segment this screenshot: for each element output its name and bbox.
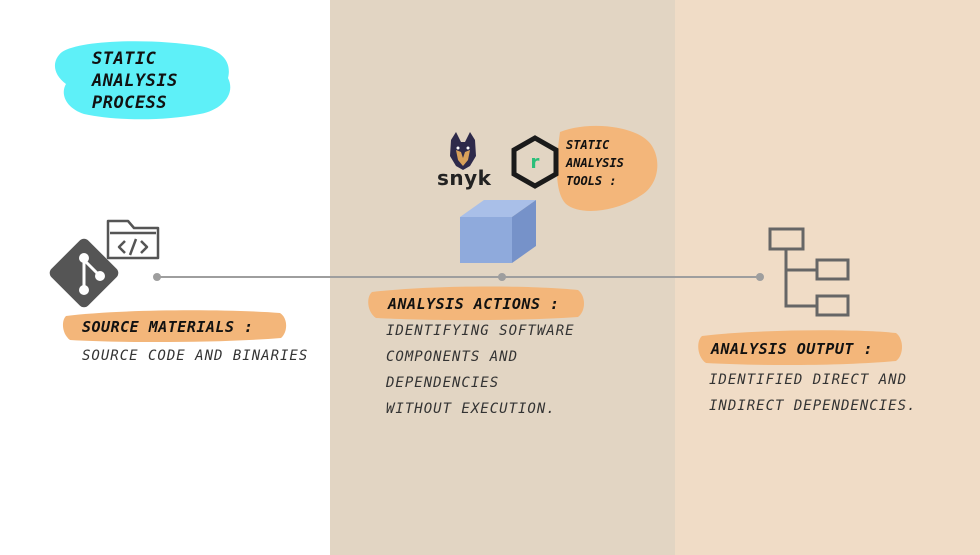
title-line: Static <box>92 49 157 69</box>
actions-description-line: components and <box>386 349 519 365</box>
renovate-logo-icon: r <box>511 135 559 189</box>
hierarchy-tree-icon <box>768 227 850 317</box>
actions-heading-highlight <box>368 286 584 321</box>
output-description-line: indirect dependencies. <box>709 398 917 414</box>
source-description: Source code and binaries <box>82 343 308 369</box>
tools-label: Static Analysis Tools : <box>566 136 624 190</box>
title-line: Process <box>92 93 168 113</box>
svg-text:r: r <box>531 152 540 173</box>
tools-label-highlight <box>556 125 658 211</box>
git-icon <box>49 238 119 308</box>
actions-heading: Analysis Actions : <box>388 295 560 313</box>
output-heading: Analysis Output : <box>711 340 874 358</box>
title-highlight <box>54 41 231 120</box>
source-heading-highlight <box>62 310 287 343</box>
diagram-title: Static Analysis Process <box>92 48 178 114</box>
connector-dot-output <box>756 273 764 281</box>
tools-label-line: Static <box>566 138 610 152</box>
output-description: Identified direct and indirect dependenc… <box>709 367 916 419</box>
source-heading: Source Materials : <box>82 318 254 336</box>
tools-label-line: Tools : <box>566 174 617 188</box>
actions-description-line: Identifying software <box>386 323 575 339</box>
connector-dot-actions <box>498 273 506 281</box>
actions-description-line: dependencies <box>386 375 500 391</box>
snyk-logo-text: snyk <box>437 166 492 190</box>
output-heading-highlight <box>698 330 902 366</box>
code-folder-icon <box>106 219 160 260</box>
connector-dot-source <box>153 273 161 281</box>
title-line: Analysis <box>92 71 178 91</box>
actions-description-line: without execution. <box>386 401 556 417</box>
source-description-line: Source code and binaries <box>82 348 309 364</box>
actions-description: Identifying software components and depe… <box>386 318 575 422</box>
output-description-line: Identified direct and <box>709 372 908 388</box>
cube-icon <box>460 200 536 263</box>
snyk-logo-icon <box>450 132 476 170</box>
tools-label-line: Analysis <box>566 156 624 170</box>
